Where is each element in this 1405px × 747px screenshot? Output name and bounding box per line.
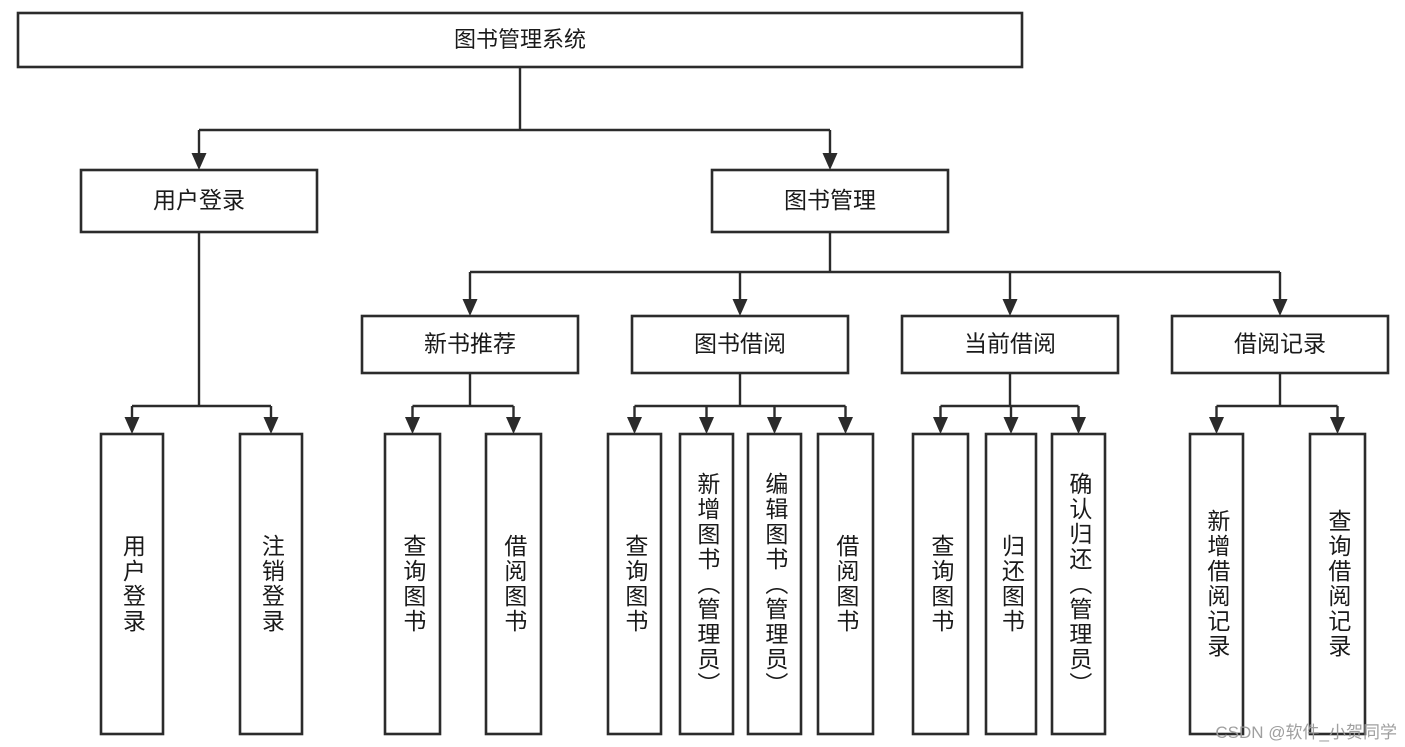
node-level3-1-label: 图书借阅: [694, 331, 786, 357]
watermark: CSDN @软件_小贺同学: [1215, 723, 1397, 742]
node-leaf-0[interactable]: [99, 432, 165, 736]
node-leaf-7-rect: [816, 432, 875, 736]
node-level3-0-rect: [360, 314, 580, 375]
node-leaf-4[interactable]: [606, 432, 663, 736]
node-leaf-9[interactable]: [984, 432, 1038, 736]
node-level3-2-rect: [900, 314, 1120, 375]
node-leaf-8[interactable]: [911, 432, 970, 736]
node-leaf-3-rect: [484, 432, 543, 736]
node-leaf-6-rect: [746, 432, 803, 736]
node-level2-0-label: 用户登录: [153, 187, 245, 213]
node-leaf-12-rect: [1308, 432, 1367, 736]
node-leaf-12[interactable]: [1308, 432, 1367, 736]
node-level3-1-rect: [630, 314, 850, 375]
node-level2-0[interactable]: 用户登录: [79, 168, 319, 234]
node-level3-2[interactable]: 当前借阅: [900, 314, 1120, 375]
node-leaf-3[interactable]: [484, 432, 543, 736]
node-leaf-8-rect: [911, 432, 970, 736]
node-level2-1-label: 图书管理: [784, 187, 876, 213]
node-leaf-7[interactable]: [816, 432, 875, 736]
node-level3-3[interactable]: 借阅记录: [1170, 314, 1390, 375]
node-leaf-5[interactable]: [678, 432, 735, 736]
connector-layer: [124, 67, 1345, 434]
node-leaf-2[interactable]: [383, 432, 442, 736]
node-leaf-0-rect: [99, 432, 165, 736]
node-level2-1[interactable]: 图书管理: [710, 168, 950, 234]
node-level2-0-rect: [79, 168, 319, 234]
node-level3-2-label: 当前借阅: [964, 331, 1056, 357]
node-level3-0-label: 新书推荐: [424, 331, 516, 357]
node-level3-3-label: 借阅记录: [1234, 331, 1326, 357]
node-root-label: 图书管理系统: [454, 27, 586, 52]
node-leaf-11-rect: [1188, 432, 1245, 736]
node-leaf-9-rect: [984, 432, 1038, 736]
node-level3-1[interactable]: 图书借阅: [630, 314, 850, 375]
node-leaf-5-rect: [678, 432, 735, 736]
node-root[interactable]: 图书管理系统: [16, 11, 1024, 69]
node-leaf-10-rect: [1050, 432, 1107, 736]
node-leaf-6[interactable]: [746, 432, 803, 736]
node-leaf-2-rect: [383, 432, 442, 736]
node-level2-1-rect: [710, 168, 950, 234]
node-leaf-1-rect: [238, 432, 304, 736]
node-leaf-1[interactable]: [238, 432, 304, 736]
node-root-rect: [16, 11, 1024, 69]
node-level3-0[interactable]: 新书推荐: [360, 314, 580, 375]
node-leaf-11[interactable]: [1188, 432, 1245, 736]
node-level3-3-rect: [1170, 314, 1390, 375]
node-leaf-4-rect: [606, 432, 663, 736]
node-leaf-10[interactable]: [1050, 432, 1107, 736]
